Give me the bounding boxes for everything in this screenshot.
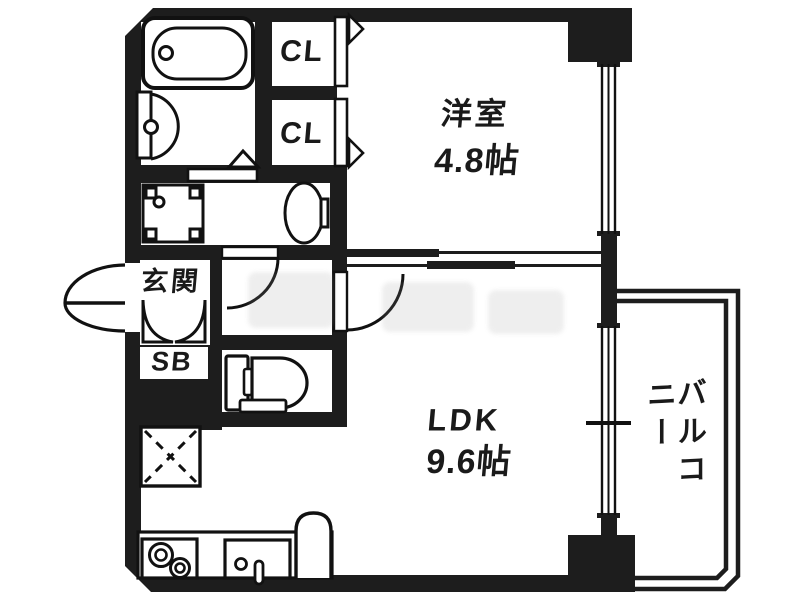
label-balcony: バルコニー xyxy=(642,376,705,493)
label-entrance: 玄関 xyxy=(139,266,203,297)
entrance-double-swing-door-icon xyxy=(63,263,126,333)
washing-machine-pan-icon xyxy=(141,183,205,244)
label-western-room-name: 洋室 xyxy=(439,96,511,132)
kitchen-counter xyxy=(136,511,334,586)
label-ldk-size: 9.6帖 xyxy=(424,443,514,481)
kitchen-sink-icon xyxy=(223,538,292,586)
sliding-door-icon xyxy=(347,249,601,269)
washbasin-icon xyxy=(283,181,330,245)
door-triangle-icon xyxy=(347,135,365,171)
bath-door-icon xyxy=(135,90,262,183)
ldk-door-swing-icon xyxy=(332,270,405,333)
label-western-room-size: 4.8帖 xyxy=(432,142,522,180)
hall-door-swing-icon xyxy=(220,245,280,310)
door-triangle-icon xyxy=(347,11,365,47)
window-icon xyxy=(597,62,620,236)
balcony-outline xyxy=(617,288,741,592)
kitchen-counter-arch-icon xyxy=(294,511,333,578)
label-closet-bottom: CL xyxy=(278,117,326,150)
gas-stove-icon xyxy=(140,537,199,580)
watermark-blob xyxy=(382,282,474,332)
bifold-door-icon xyxy=(141,299,207,344)
bathtub-icon xyxy=(141,16,255,90)
watermark-blob xyxy=(488,290,564,334)
label-ldk-name: LDK xyxy=(426,402,502,438)
refrigerator-space-icon xyxy=(139,425,202,488)
label-shoe-box: SB xyxy=(149,346,195,377)
label-closet-top: CL xyxy=(278,35,326,68)
toilet-icon xyxy=(224,354,309,414)
window-icon xyxy=(586,323,631,518)
door-triangle-icon xyxy=(225,148,262,169)
closet-door-icon xyxy=(333,11,365,171)
watermark-blob xyxy=(248,272,334,328)
